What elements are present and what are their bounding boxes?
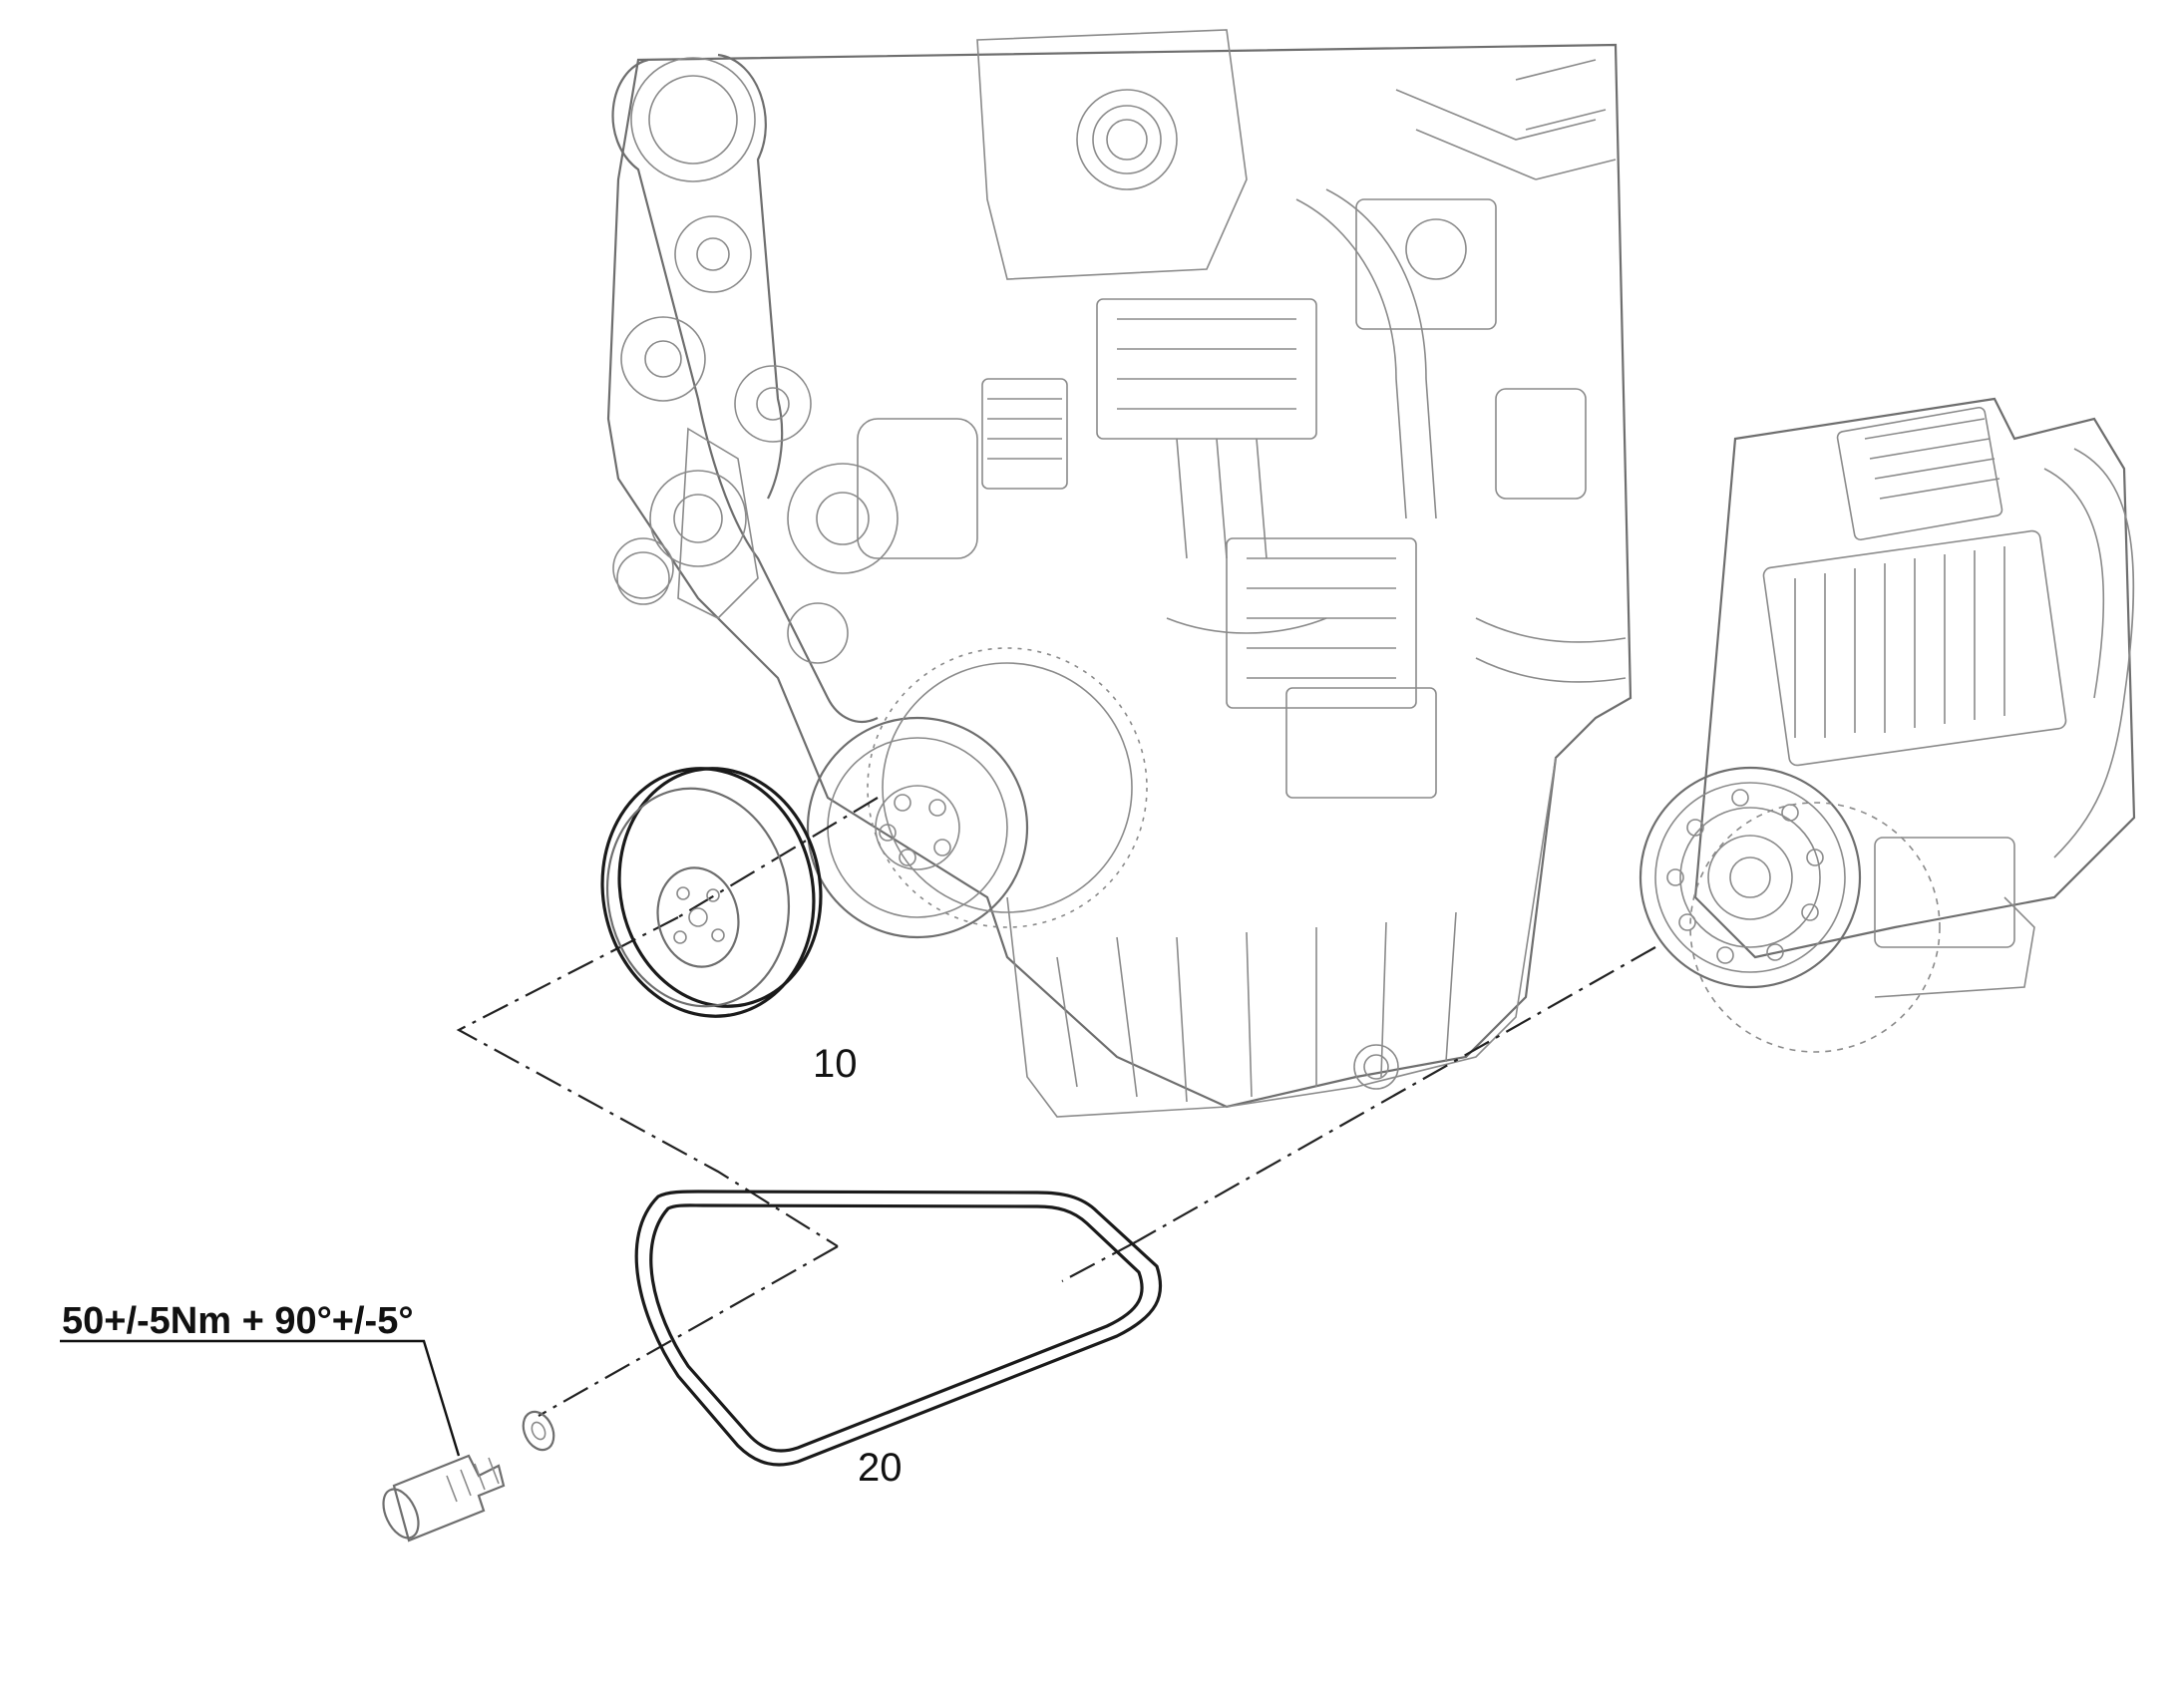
torque-leader-line (60, 1339, 461, 1457)
assembly-centerlines (456, 797, 1656, 1417)
crankshaft-pulley-part[interactable] (579, 749, 842, 1036)
washer-part[interactable] (518, 1407, 559, 1455)
drive-belt-part[interactable] (634, 1190, 1163, 1467)
engine-assembly (606, 29, 1633, 1118)
compressor-unit (1638, 397, 2136, 1053)
callout-10: 10 (813, 1042, 858, 1086)
callout-20: 20 (858, 1446, 903, 1490)
torque-spec-label: 50+/-5Nm + 90°+/-5° (62, 1300, 414, 1342)
bolt-part[interactable] (376, 1454, 506, 1543)
